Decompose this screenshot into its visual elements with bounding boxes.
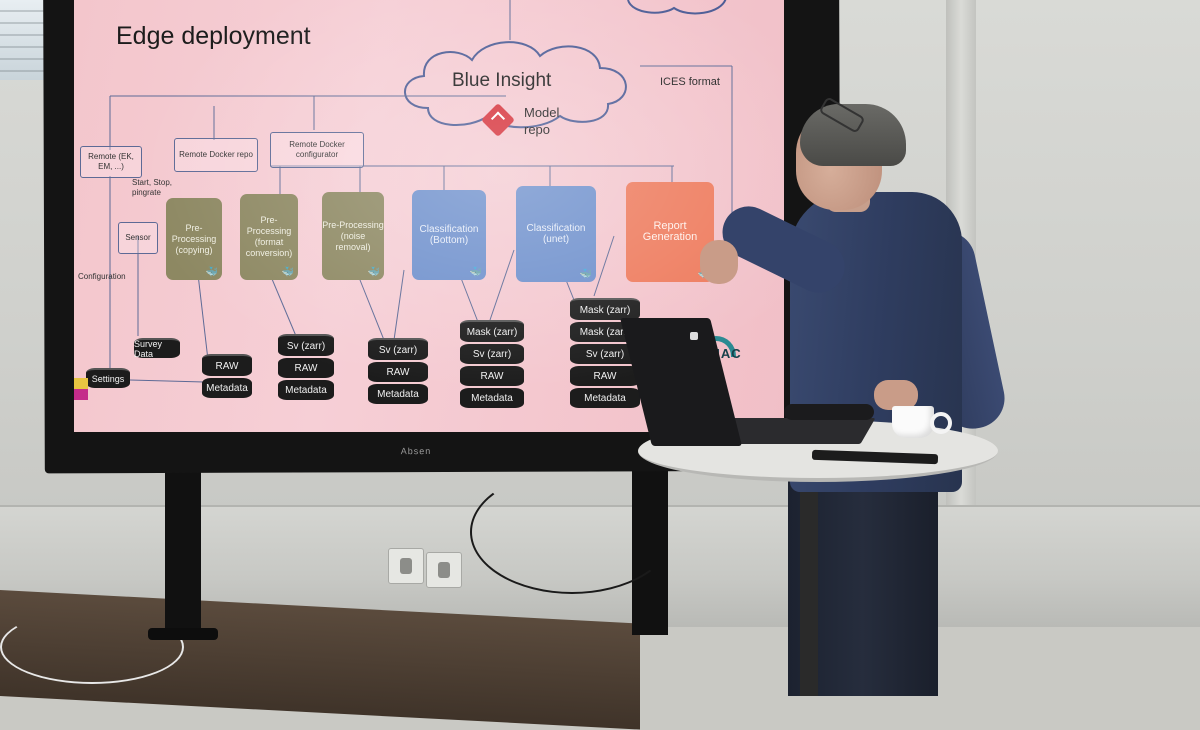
docker-icon: 🐳 [205, 267, 218, 278]
survey-data-store: Survey Data [134, 338, 180, 359]
tv-stand-foot [148, 628, 218, 640]
corner-mark [74, 378, 88, 400]
data-store: Mask (zarr) Sv (zarr) RAW Metadata [460, 320, 524, 410]
cloud-label: Blue Insight [452, 70, 552, 91]
store-layer: Metadata [460, 388, 524, 408]
laptop-sticker [690, 332, 698, 340]
tv-stand-leg [165, 460, 201, 635]
model-repo-label: Model repo [524, 105, 560, 137]
ices-format-label: ICES format [660, 76, 720, 88]
remote-docker-repo-box: Remote Docker repo [174, 138, 258, 172]
docker-icon: 🐳 [469, 267, 482, 278]
presenter-pointing-hand [700, 240, 738, 284]
process-box: Classification (unet) 🐳 [516, 186, 596, 282]
docker-icon: 🐳 [579, 269, 592, 280]
floor-cable [0, 610, 184, 684]
store-layer: Mask (zarr) [460, 320, 524, 342]
data-store: Mask (zarr) Mask (zarr) Sv (zarr) RAW Me… [570, 298, 640, 410]
process-box: Classification (Bottom) 🐳 [412, 190, 486, 280]
store-layer: RAW [368, 362, 428, 382]
store-layer: RAW [202, 354, 252, 376]
docker-icon: 🐳 [367, 267, 380, 278]
process-label: Classification (Bottom) [419, 224, 479, 246]
store-layer: Metadata [202, 378, 252, 398]
process-label: Report Generation [642, 220, 698, 243]
tv-brand-label: Absen [400, 446, 432, 457]
data-store: Sv (zarr) RAW Metadata [278, 334, 334, 402]
window-blinds [0, 0, 46, 80]
process-label: Pre-Processing (copying) [171, 222, 217, 255]
coffee-cup-handle [930, 412, 952, 434]
store-layer: Sv (zarr) [570, 344, 640, 364]
settings-store: Settings [86, 368, 130, 388]
store-layer: Sv (zarr) [368, 338, 428, 360]
remote-docker-configurator-box: Remote Docker configurator [270, 132, 364, 168]
power-socket [426, 552, 462, 588]
process-label: Pre-Processing (noise removal) [322, 219, 384, 252]
store-layer: Mask (zarr) [570, 298, 640, 320]
process-box: Report Generation 🐳 [626, 182, 714, 282]
store-layer: RAW [460, 366, 524, 386]
store-layer: Sv (zarr) [278, 334, 334, 356]
data-store: RAW Metadata [202, 354, 252, 400]
tv-cable [470, 470, 674, 594]
cloud-icon [627, 0, 727, 15]
presenter-hair [800, 104, 906, 166]
wireless-presenter [784, 404, 874, 420]
start-stop-label: Start, Stop, pingrate [132, 178, 173, 197]
slide-title: Edge deployment [116, 22, 311, 50]
process-box: Pre-Processing (copying) 🐳 [166, 198, 222, 280]
power-socket [388, 548, 424, 584]
configuration-label: Configuration [78, 272, 126, 281]
table-leg [800, 470, 818, 696]
process-label: Pre-Processing (format conversion) [245, 215, 293, 258]
store-layer: Metadata [368, 384, 428, 404]
process-box: Pre-Processing (noise removal) 🐳 [322, 192, 384, 280]
docker-icon: 🐳 [281, 267, 294, 278]
window [0, 0, 49, 80]
flow-arrows [109, 0, 733, 383]
presenter-hand-on-hip [874, 380, 918, 410]
store-layer: Sv (zarr) [460, 344, 524, 364]
store-layer: RAW [278, 358, 334, 378]
process-label: Classification (unet) [526, 223, 586, 245]
process-box: Pre-Processing (format conversion) 🐳 [240, 194, 298, 280]
store-layer: RAW [570, 366, 640, 386]
store-layer: Metadata [570, 388, 640, 408]
coffee-cup [892, 406, 934, 438]
sensor-box: Sensor [118, 222, 158, 254]
remote-ek-box: Remote (EK, EM, ...) [80, 146, 142, 178]
data-store: Sv (zarr) RAW Metadata [368, 338, 428, 406]
store-layer: Metadata [278, 380, 334, 400]
